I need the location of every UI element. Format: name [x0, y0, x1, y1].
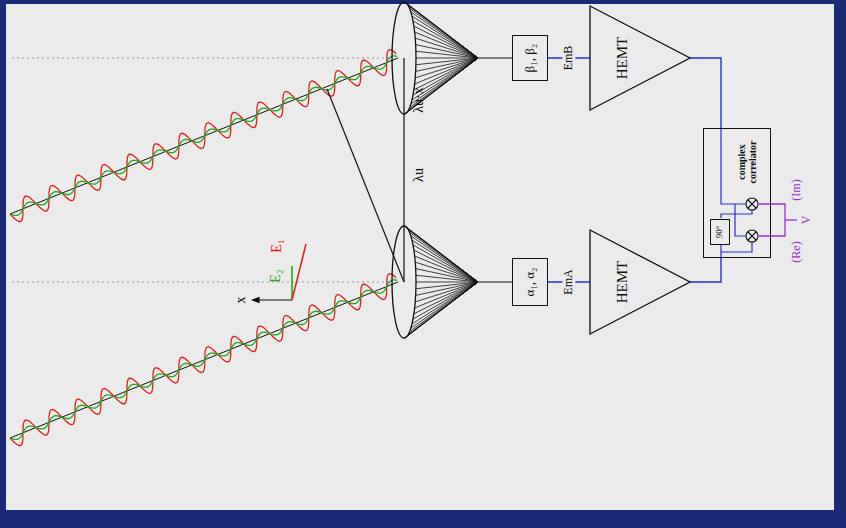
reference-line [12, 282, 392, 283]
node-label: HEMT [614, 37, 631, 80]
axis-name: x [233, 297, 248, 304]
multiplier-symbol [746, 198, 758, 242]
dish-rib [416, 282, 478, 283]
path-difference: λu·x [411, 87, 426, 112]
dish-rib [404, 282, 478, 338]
node-label: HEMT [614, 261, 631, 304]
phase-shift-box: 90° [710, 219, 730, 245]
e1-vector [292, 244, 306, 300]
multiplier-symbol [748, 232, 756, 240]
dish-rib [415, 32, 478, 58]
dish-rib [415, 262, 478, 282]
dish-rib [414, 282, 478, 314]
multiplier-symbol [746, 230, 758, 242]
feed-line [478, 57, 512, 58]
multiplier-symbol [748, 200, 756, 208]
node-label: α₁, α₂ [523, 267, 537, 296]
reference-line [12, 58, 392, 59]
receiver-box: β₁, β₂ [512, 35, 548, 81]
e1-wave [10, 274, 396, 446]
amplifier-triangle: HEMT [590, 230, 690, 334]
dish-rib [413, 282, 478, 319]
signal-name: EmA [562, 267, 575, 296]
wavefronts [10, 50, 398, 446]
signal-wire [690, 58, 721, 128]
output-wire [785, 219, 797, 220]
correlator-box: complex correlator 90° [703, 128, 771, 258]
dish-rib [416, 275, 478, 282]
wire [735, 204, 746, 236]
node-label: 90° [715, 226, 725, 239]
amplifier-triangle: HEMT [590, 6, 690, 110]
dish-rib [404, 2, 478, 58]
dish-rib [415, 256, 478, 282]
antenna-dishes [392, 2, 478, 338]
baseline-length: λu [411, 168, 426, 182]
dish-rib [412, 16, 478, 58]
antenna-dish [392, 226, 478, 338]
dish-rib [415, 282, 478, 302]
wire [721, 210, 752, 218]
dish-rib [414, 250, 478, 282]
dish-rib [416, 45, 478, 58]
dish-rib [408, 230, 478, 282]
node-label: β₁, β₂ [523, 44, 537, 73]
dish-rib [413, 21, 478, 58]
e2-wave [10, 56, 397, 215]
dish-rib [408, 6, 478, 58]
background-panel [6, 4, 834, 510]
output-wire [758, 204, 785, 236]
dish-rib [414, 26, 478, 58]
dish-rib [404, 58, 478, 114]
amplifier-outline [590, 230, 690, 334]
field-component: E₂ [268, 269, 283, 282]
output-name: (Im) [790, 179, 803, 200]
dish-rib [407, 228, 478, 282]
dish-rib [412, 282, 478, 324]
dish-rib [416, 269, 478, 282]
dish-rib [415, 38, 478, 58]
e1-wave [10, 50, 396, 222]
dish-rib [410, 8, 478, 58]
feed-line [478, 281, 512, 282]
x-axis-arrow [252, 299, 292, 300]
output-wiring [758, 204, 797, 236]
dish-rib [412, 240, 478, 282]
baseline-line [403, 58, 404, 282]
receiver-box: α₁, α₂ [512, 258, 548, 306]
field-component: E₁ [269, 239, 284, 252]
dish-rib [410, 232, 478, 282]
dish-aperture [392, 226, 416, 338]
multiplier-symbol [746, 198, 758, 210]
dish-rib [415, 58, 478, 78]
dish-rib [413, 245, 478, 282]
amplifier-outline [590, 6, 690, 110]
dish-rib [416, 51, 478, 58]
visibility-symbol: V [800, 216, 813, 225]
dish-rib [416, 58, 478, 59]
amplifier-outline [590, 230, 690, 334]
dish-rib [404, 226, 478, 282]
antenna-dish [392, 2, 478, 114]
signal-wire [690, 258, 721, 282]
wire [720, 244, 721, 258]
output-name: (Re) [790, 241, 803, 262]
node-label: complex correlator [736, 131, 758, 193]
signal-name: EmB [562, 44, 575, 73]
amplifier-outline [590, 6, 690, 110]
dish-rib [411, 236, 478, 282]
delay-line [327, 89, 404, 282]
dish-rib [411, 12, 478, 58]
e2-wave [10, 280, 397, 439]
dish-rib [414, 58, 478, 90]
dish-rib [407, 4, 478, 58]
